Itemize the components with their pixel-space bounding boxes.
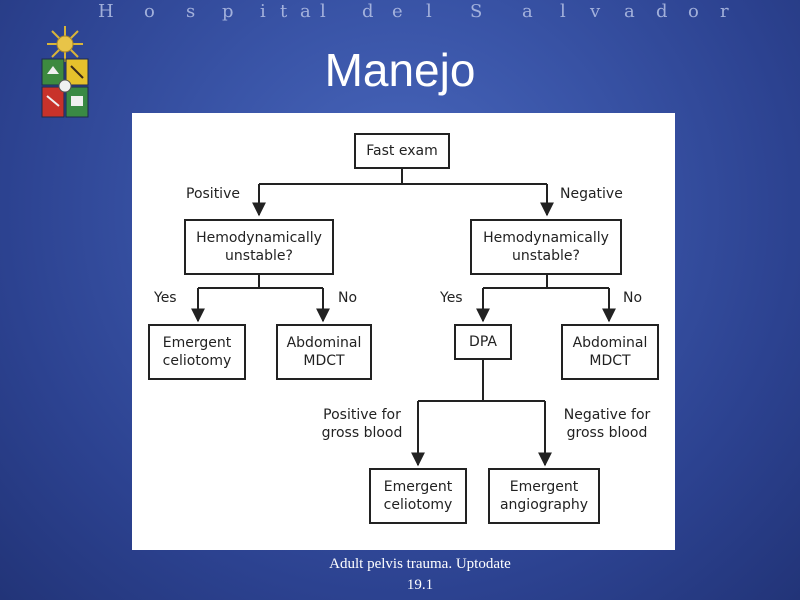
header-letter: S [470,1,483,22]
edge-label-positive: Positive [186,186,240,202]
node-dpa: DPA [454,324,512,360]
university-shield-icon [41,26,89,118]
header-letter: a [624,1,635,22]
node-abdominal-mdct-right: Abdominal MDCT [561,324,659,380]
edge-label-no-left: No [338,290,358,306]
header-letter: l [426,1,432,22]
header-letter: d [362,1,374,22]
node-emergent-angiography: Emergent angiography [488,468,600,524]
header-letter: H [98,1,114,22]
node-emergent-celiotomy-left: Emergent celiotomy [148,324,246,380]
header-letter: a [300,1,311,22]
header-letter: l [560,1,566,22]
hospital-name-header: H o s p i t a l d e l S a l v a d o r [0,0,800,26]
header-letter: v [590,1,601,22]
slide-caption: Adult pelvis trauma. Uptodate 19.1 [329,556,511,593]
node-emergent-celiotomy-bottom: Emergent celiotomy [369,468,467,524]
slide-title: Manejo [324,44,476,96]
header-letter: s [186,1,196,22]
edge-label-no-right: No [623,290,643,306]
edge-label-negative-gross-blood: Negative for gross blood [563,407,651,441]
edge-label-yes-right: Yes [440,290,463,306]
header-letter: t [280,1,288,22]
node-hemodynamically-unstable-left: Hemodynamically unstable? [184,219,334,275]
flowchart-diagram: Fast exam Hemodynamically unstable? Hemo… [132,113,675,550]
university-logo [38,24,92,124]
node-fast-exam: Fast exam [354,133,450,169]
header-letter: o [688,1,699,22]
header-letter: p [222,1,234,22]
header-letter: e [392,1,403,22]
node-abdominal-mdct-left: Abdominal MDCT [276,324,372,380]
header-letter: o [144,1,155,22]
edge-label-positive-gross-blood: Positive for gross blood [321,407,403,441]
header-letter: d [656,1,668,22]
header-letter: a [522,1,533,22]
header-letter: r [720,1,729,22]
flowchart-connectors [191,169,616,467]
edge-label-yes-left: Yes [154,290,177,306]
header-letter: i [260,1,266,22]
edge-label-negative: Negative [560,186,623,202]
node-hemodynamically-unstable-right: Hemodynamically unstable? [470,219,622,275]
header-letter: l [320,1,326,22]
